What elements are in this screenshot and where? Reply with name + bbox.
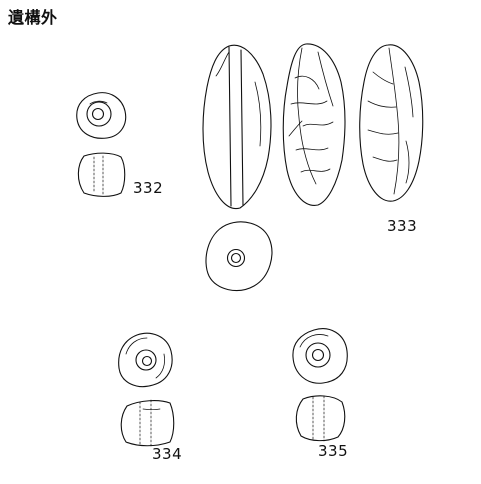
stone-333-middle-view [282,43,346,206]
bead-334-side-view [120,399,175,448]
bead-335-side-view [295,395,346,442]
stone-333-cross-section [205,221,273,292]
stone-333-back-view [359,44,424,202]
bead-335-top-view [292,328,348,384]
bead-334-top-view [118,332,173,388]
specimen-label-334: 334 [152,445,183,463]
bead-332-top-view [76,92,127,139]
stone-333-front-view [202,44,272,210]
specimen-label-335: 335 [318,442,349,460]
bead-332-side-view [77,152,126,197]
page-title: 遺構外 [8,8,58,27]
specimen-label-333: 333 [387,217,418,235]
specimen-label-332: 332 [133,179,164,197]
